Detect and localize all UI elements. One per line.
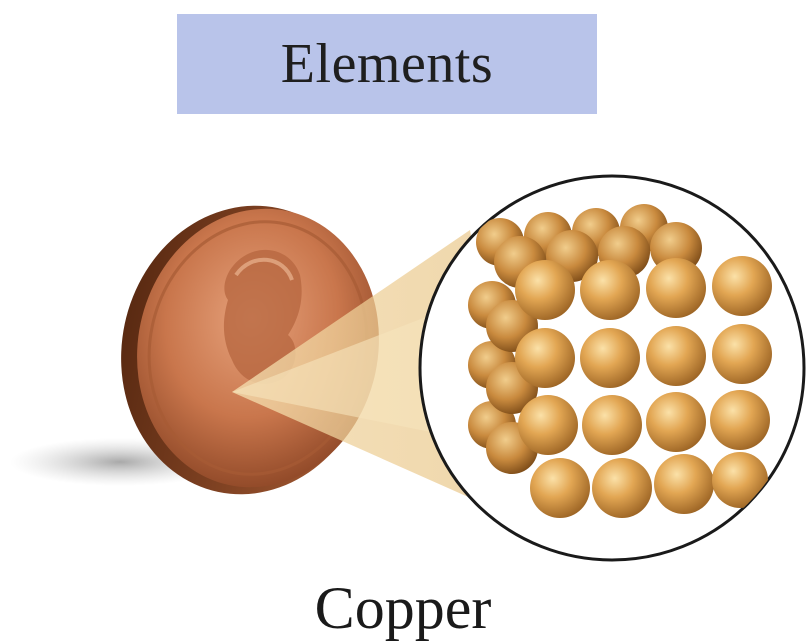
- element-caption: Copper: [0, 578, 806, 638]
